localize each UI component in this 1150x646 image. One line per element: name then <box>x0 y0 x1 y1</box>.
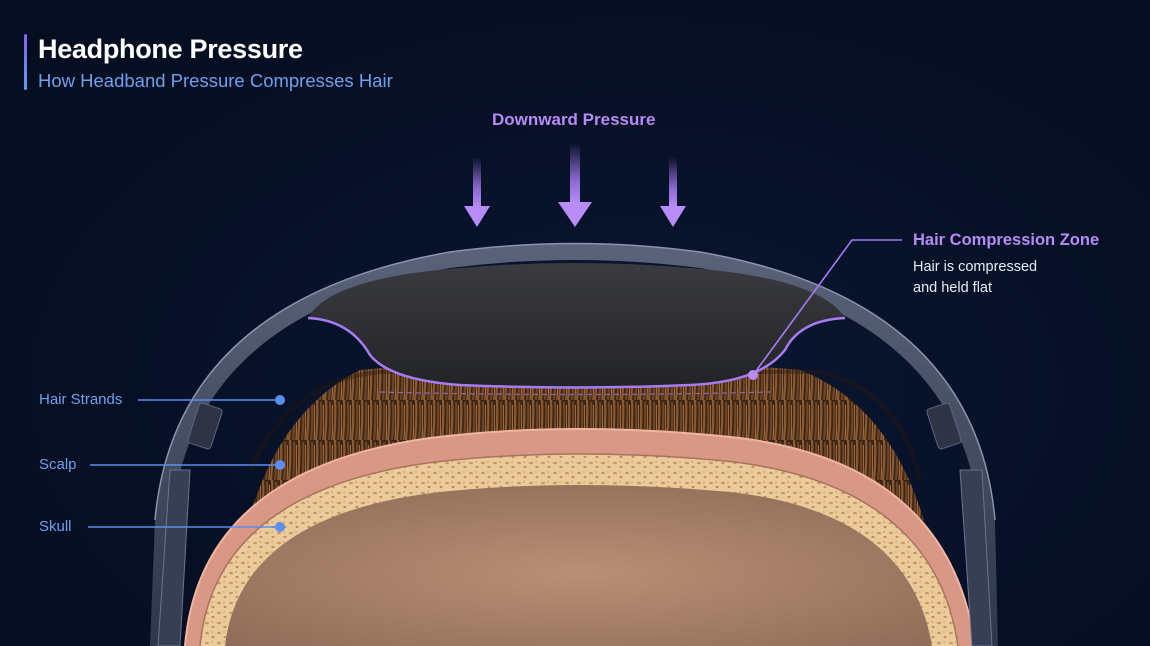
label-hair-strands: Hair Strands <box>39 391 123 408</box>
headband-cushion <box>307 263 846 396</box>
headband-slider-right <box>926 402 962 450</box>
head-cross-section <box>184 428 976 646</box>
arrow-down-icon <box>660 157 686 227</box>
compression-zone-title: Hair Compression Zone <box>913 231 1100 249</box>
downward-pressure-label: Downward Pressure <box>492 110 656 129</box>
compression-desc-line2: and held flat <box>913 280 993 296</box>
arrow-down-icon <box>464 157 490 227</box>
arrow-down-icon <box>558 143 592 227</box>
label-scalp: Scalp <box>39 456 77 473</box>
header: Headphone Pressure How Headband Pressure… <box>24 34 393 93</box>
pressure-arrows <box>464 143 686 227</box>
brain-area <box>225 485 932 646</box>
headband-slider-left <box>187 402 223 450</box>
label-skull: Skull <box>39 518 72 535</box>
page-subtitle: How Headband Pressure Compresses Hair <box>38 70 393 91</box>
compression-desc-line1: Hair is compressed <box>913 259 1038 275</box>
compression-callout-line <box>748 239 902 380</box>
headband <box>150 242 998 646</box>
compression-contour <box>307 316 846 389</box>
compression-zone-description: Hair is compressed and held flat <box>913 257 1083 299</box>
page-title: Headphone Pressure <box>38 34 303 64</box>
layer-leader-lines <box>88 395 285 532</box>
header-accent-bar <box>24 34 27 90</box>
